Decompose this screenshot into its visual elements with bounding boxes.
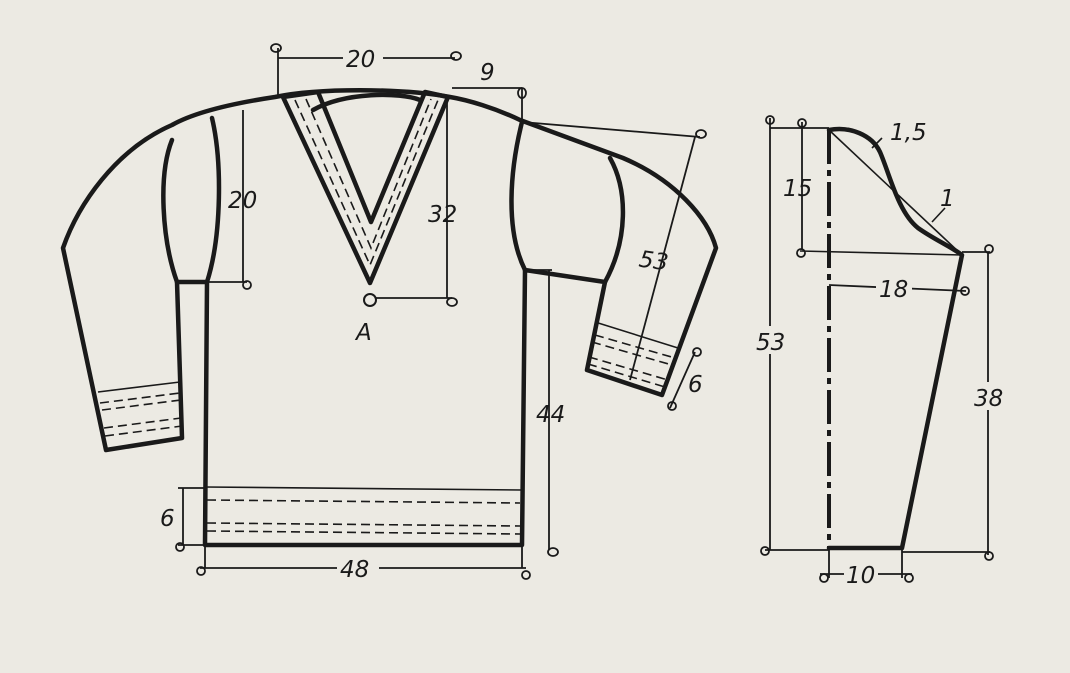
label-curve-top: 1,5: [890, 120, 927, 146]
label-bg-neck-width: [343, 44, 383, 70]
dim-body-width-left-loop: [196, 566, 206, 576]
left-cuff-stitch-1: [99, 392, 181, 404]
dim-body-width-right-loop: [521, 570, 531, 580]
dim-sleeve-ext-top: [521, 121, 701, 138]
label-body-length: 44: [536, 402, 565, 428]
label-body-width: 48: [340, 557, 369, 583]
waistband-stitch-2: [206, 522, 521, 527]
left-cuff-stitch-2: [101, 399, 182, 411]
dim-neck-depth-loop: [446, 297, 458, 307]
back-neck-arc: [310, 92, 423, 113]
dim-sleeve-total-loop-top: [765, 115, 775, 125]
right-sleeve-inner-seam: [602, 155, 626, 285]
label-bg-sleeve-width: [876, 276, 912, 300]
dim-neck-width-left-loop: [270, 43, 282, 53]
sleeve-width-line: [799, 250, 963, 256]
dim-cap-height-loop-bottom: [796, 248, 806, 258]
left-cuff-stitch-4: [104, 425, 183, 437]
v-neck-stitch-inner: [305, 98, 432, 251]
right-armhole-seam: [509, 119, 528, 273]
v-neck-stitch-outer: [294, 99, 439, 268]
right-cuff-top-line: [594, 321, 679, 349]
label-sleeve-total: 53: [756, 330, 785, 356]
dim-cuff-width-loop-right: [904, 573, 914, 583]
sleeve-outline: [826, 126, 965, 551]
dim-cuff-right-loop-bottom: [667, 401, 677, 411]
left-cuff-stitch-3: [103, 417, 182, 429]
dim-sleeve-lower-loop-top: [984, 244, 994, 254]
label-point-a: A: [354, 320, 372, 346]
dim-sleeve-line: [629, 136, 696, 381]
dim-body-length-loop: [547, 547, 559, 557]
label-bg-sleeve-total: [754, 326, 788, 354]
dim-cuff-width-loop-left: [819, 573, 829, 583]
label-sleeve-length: 53: [637, 247, 670, 277]
label-armhole-depth: 20: [228, 188, 257, 214]
v-neck-band: [280, 89, 451, 286]
label-shoulder: 9: [480, 60, 495, 86]
left-sleeve-inner-seam: [161, 137, 180, 285]
label-curve-bottom: 1: [940, 186, 955, 212]
label-waistband: 6: [160, 506, 175, 532]
label-bg-cuff-width: [844, 563, 878, 587]
dim-shoulder-loop: [517, 87, 527, 99]
label-cap-height: 15: [783, 176, 812, 202]
label-bg-body-width: [337, 555, 379, 581]
sweater-body-outline: [60, 88, 719, 548]
label-neck-width: 20: [346, 47, 375, 73]
left-armhole-seam: [204, 115, 222, 285]
dim-sleeve-lower-loop-bottom: [984, 551, 994, 561]
label-cuff-half-width: 10: [846, 563, 875, 589]
dim-sleeve-width-loop: [960, 286, 970, 296]
waistband-top-line: [204, 486, 523, 491]
label-cuff-right: 6: [688, 372, 703, 398]
sleeve-cap-mark-1: [871, 137, 883, 149]
label-sleeve-half-width: 18: [879, 277, 908, 303]
dimension-labels: 20 9 20 32 A 53 6 44 6 48 15 1,5 1 18 53…: [160, 44, 1005, 589]
waistband-stitch-3: [206, 530, 521, 535]
left-cuff-top-line: [97, 381, 181, 393]
sleeve-cap-mark-2: [931, 207, 946, 223]
dim-cap-height-loop-top: [797, 118, 807, 128]
sleeve-cap-guide: [828, 129, 963, 256]
front-dimensions: [175, 43, 707, 580]
dim-sleeve-loop: [695, 129, 707, 139]
waistband-stitch-1: [206, 499, 521, 504]
dim-armhole-loop: [242, 280, 252, 290]
dim-cuff-right-line: [669, 351, 696, 409]
label-sleeve-lower: 38: [974, 386, 1003, 412]
sweater-front: [60, 88, 719, 548]
dim-neck-width-right-loop: [450, 51, 462, 61]
label-bg-sleeve-lower: [973, 382, 1005, 410]
dim-sleeve-total-loop-bottom: [760, 546, 770, 556]
dim-cuff-right-loop-top: [692, 347, 702, 357]
dim-waistband-loop: [175, 542, 185, 552]
label-neck-depth: 32: [428, 202, 457, 228]
sleeve-pattern: [799, 126, 965, 551]
point-a-marker: [363, 293, 377, 307]
